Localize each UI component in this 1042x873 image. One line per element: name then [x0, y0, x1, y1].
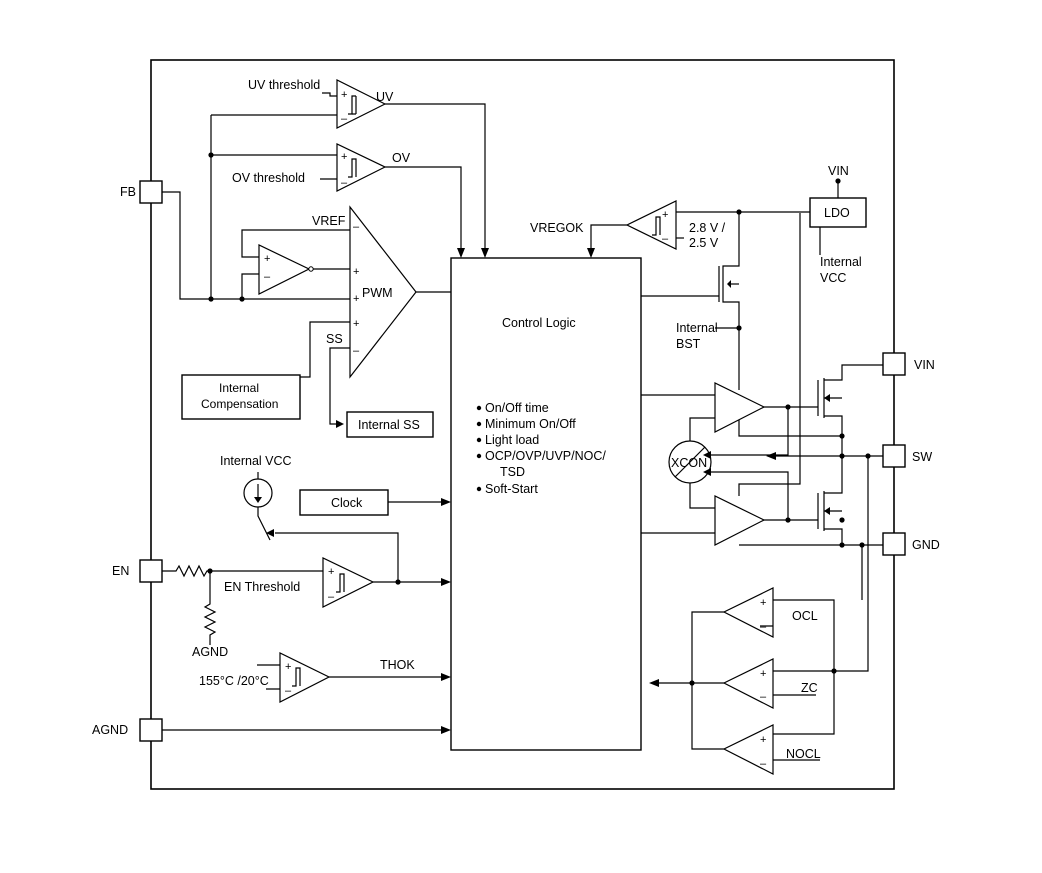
svg-text:–: – — [760, 621, 767, 633]
pin-agnd-label: AGND — [92, 723, 128, 737]
pin-sw: SW — [882, 444, 932, 468]
agnd-resistor-label: AGND — [192, 645, 228, 659]
feature-item: Minimum On/Off — [485, 417, 576, 431]
temp-threshold-label: 155°C /20°C — [199, 674, 269, 688]
feature-item: Soft-Start — [485, 482, 538, 496]
feature-item: On/Off time — [485, 401, 549, 415]
clock-block: Clock — [299, 489, 389, 516]
svg-text:–: – — [285, 685, 292, 697]
svg-text:Internal: Internal — [219, 381, 259, 395]
nocl-label: NOCL — [786, 747, 821, 761]
internal-bst-line1: Internal — [676, 321, 718, 335]
pwm-label: PWM — [362, 286, 393, 300]
svg-text:+: + — [285, 661, 291, 673]
ss-label: SS — [326, 332, 343, 346]
zc-label: ZC — [801, 681, 818, 695]
pin-vin-label: VIN — [914, 358, 935, 372]
zc-comparator: + – — [722, 658, 774, 709]
svg-text:–: – — [353, 221, 360, 233]
pin-fb: FB — [120, 180, 163, 204]
svg-text:–: – — [264, 271, 271, 283]
high-side-driver — [714, 382, 766, 433]
svg-text:+: + — [264, 253, 270, 265]
svg-text:+: + — [760, 597, 766, 609]
svg-text:+: + — [760, 734, 766, 746]
uv-threshold-label: UV threshold — [248, 78, 320, 92]
pin-agnd: AGND — [92, 718, 163, 742]
en-comparator: + – — [322, 557, 375, 608]
svg-text:–: – — [760, 691, 767, 703]
vref-label: VREF — [312, 214, 346, 228]
pin-en-label: EN — [112, 564, 129, 578]
low-side-driver — [714, 495, 766, 546]
svg-text:–: – — [341, 113, 348, 125]
internal-vcc-top-label: Internal VCC — [220, 454, 292, 468]
vregok-label: VREGOK — [530, 221, 584, 235]
pin-gnd: GND — [882, 532, 940, 556]
thermal-comparator: + – — [279, 652, 331, 703]
uvlo-line1: 2.8 V / — [689, 221, 726, 235]
feature-item: TSD — [500, 465, 525, 479]
svg-text:+: + — [760, 668, 766, 680]
ocl-label: OCL — [792, 609, 818, 623]
nocl-comparator: + – — [722, 724, 774, 775]
ldo-block: LDO — [809, 197, 867, 228]
pin-fb-label: FB — [120, 185, 136, 199]
pin-sw-label: SW — [912, 450, 932, 464]
ov-label: OV — [392, 151, 411, 165]
ocl-comparator: + – — [722, 587, 774, 638]
svg-text:XCON: XCON — [671, 456, 707, 470]
svg-text:–: – — [328, 591, 335, 603]
pwm-comparator: – + + + – — [349, 205, 417, 379]
control-logic-block: Control Logic On/Off time Minimum On/Off… — [450, 257, 642, 751]
svg-text:Internal SS: Internal SS — [358, 418, 420, 432]
svg-text:–: – — [760, 758, 767, 770]
pin-vin: VIN — [882, 352, 935, 376]
svg-text:–: – — [341, 177, 348, 189]
ov-comparator: + – — [336, 143, 387, 192]
feature-item: Light load — [485, 433, 539, 447]
svg-text:+: + — [341, 151, 347, 163]
pin-gnd-label: GND — [912, 538, 940, 552]
uv-comparator: + – — [336, 79, 387, 129]
internal-bst-line2: BST — [676, 337, 701, 351]
low-side-mosfet — [817, 456, 843, 545]
svg-text:–: – — [662, 233, 669, 245]
svg-text:Compensation: Compensation — [201, 397, 278, 411]
svg-text:+: + — [353, 318, 359, 330]
chip-outline — [150, 59, 895, 790]
svg-text:–: – — [353, 345, 360, 357]
uvlo-line2: 2.5 V — [689, 236, 719, 250]
ov-threshold-label: OV threshold — [232, 171, 305, 185]
uvlo-comparator: + – — [625, 200, 677, 250]
vin-top-label: VIN — [828, 164, 849, 178]
en-threshold-label: EN Threshold — [224, 580, 300, 594]
thok-label: THOK — [380, 658, 415, 672]
control-logic-title: Control Logic — [502, 316, 576, 330]
high-side-mosfet — [817, 364, 883, 459]
internal-compensation-block: Internal Compensation — [181, 374, 301, 420]
error-amplifier: + – — [258, 244, 314, 295]
xcon-block: XCON — [668, 440, 712, 484]
current-source — [243, 478, 273, 508]
svg-text:+: + — [328, 566, 334, 578]
ldo-out-line1: Internal — [820, 255, 862, 269]
uv-label: UV — [376, 90, 394, 104]
svg-text:+: + — [353, 266, 359, 278]
ldo-out-line2: VCC — [820, 271, 846, 285]
pin-en: EN — [112, 559, 163, 583]
svg-text:+: + — [353, 293, 359, 305]
internal-ss-block: Internal SS — [346, 411, 434, 438]
svg-text:+: + — [341, 89, 347, 101]
svg-text:LDO: LDO — [824, 206, 850, 220]
svg-text:Clock: Clock — [331, 496, 363, 510]
svg-text:+: + — [662, 209, 668, 221]
feature-item: OCP/OVP/UVP/NOC/ — [485, 449, 606, 463]
